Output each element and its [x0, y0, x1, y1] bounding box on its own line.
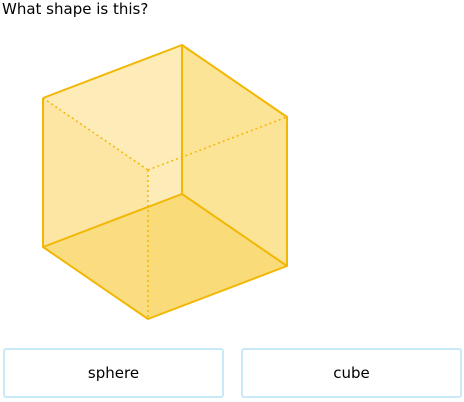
question-text: What shape is this? [2, 0, 149, 18]
cube-figure-icon [42, 44, 288, 320]
hidden-edge [42, 97, 149, 171]
answer-label: cube [333, 364, 370, 382]
visible-edge [42, 193, 183, 248]
answer-label: sphere [87, 364, 140, 382]
cube-back-face [182, 45, 287, 266]
answer-cube-button[interactable]: cube [241, 348, 462, 398]
answer-sphere-button[interactable]: sphere [3, 348, 224, 398]
visible-edge [181, 193, 288, 267]
